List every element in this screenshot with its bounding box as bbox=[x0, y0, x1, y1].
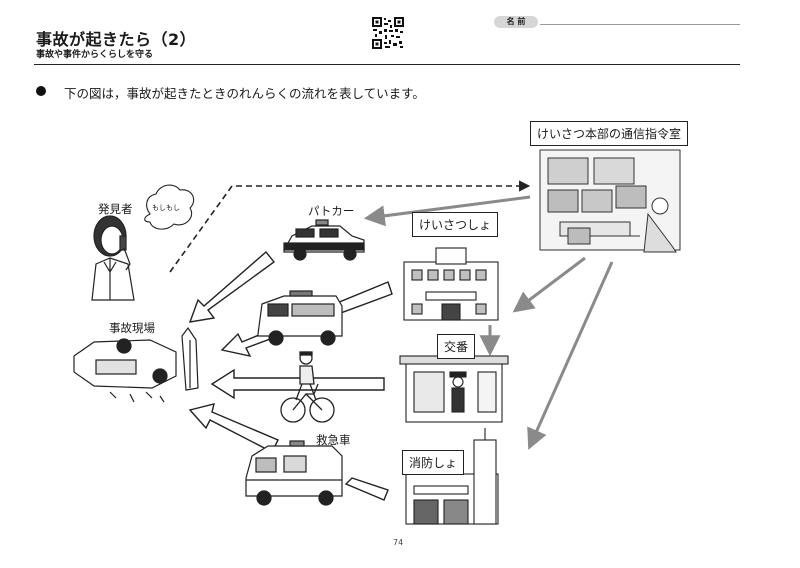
call-dashed-arrow bbox=[169, 180, 531, 273]
accident-scene-label: 事故現場 bbox=[109, 321, 155, 335]
police-van-illustration bbox=[257, 290, 343, 346]
police-bicycle-illustration bbox=[280, 351, 335, 423]
speech-text: もしもし bbox=[152, 204, 180, 212]
hq-to-police-arrow bbox=[512, 256, 586, 313]
speech-bubble bbox=[144, 184, 195, 230]
accident-scene-illustration bbox=[73, 326, 199, 403]
koban-label: 交番 bbox=[437, 334, 476, 359]
witness-illustration bbox=[91, 215, 135, 301]
hq-to-fire-arrow bbox=[527, 261, 614, 450]
patrol-car-label: パトカー bbox=[308, 204, 355, 218]
fire-station-illustration bbox=[405, 428, 499, 525]
fire-to-scene-arrow bbox=[344, 477, 389, 501]
hq-to-patrol-arrow bbox=[363, 195, 531, 227]
patrol-car-illustration bbox=[283, 219, 365, 261]
ambulance-illustration bbox=[245, 440, 343, 506]
page-number: 74 bbox=[393, 538, 404, 547]
intro-text: 下の図は，事故が起きたときのれんらくの流れを表しています。 bbox=[64, 86, 425, 101]
police-station-illustration bbox=[403, 247, 499, 321]
fire-station-label: 消防しょ bbox=[402, 450, 465, 475]
bicycle-to-scene-arrow bbox=[210, 368, 385, 400]
police-station-label: けいさつしょ bbox=[412, 212, 499, 237]
name-input-line[interactable] bbox=[540, 24, 740, 25]
ambulance-to-scene-arrow bbox=[188, 403, 279, 453]
ambulance-label: 救急車 bbox=[316, 433, 351, 447]
name-label: 名 前 bbox=[494, 16, 538, 28]
bullet-icon bbox=[36, 86, 46, 96]
witness-label: 発見者 bbox=[98, 202, 133, 216]
hq-label: けいさつ本部の通信指令室 bbox=[530, 121, 689, 146]
patrol-to-scene-arrow bbox=[188, 250, 276, 323]
koban-illustration bbox=[399, 355, 509, 423]
page-subtitle: 事故や事件からくらしを守る bbox=[36, 50, 154, 60]
command-room-illustration bbox=[539, 149, 681, 253]
header-divider bbox=[34, 64, 740, 65]
page-title: 事故が起きたら（2） bbox=[36, 30, 197, 49]
qr-code-icon[interactable] bbox=[371, 16, 405, 50]
